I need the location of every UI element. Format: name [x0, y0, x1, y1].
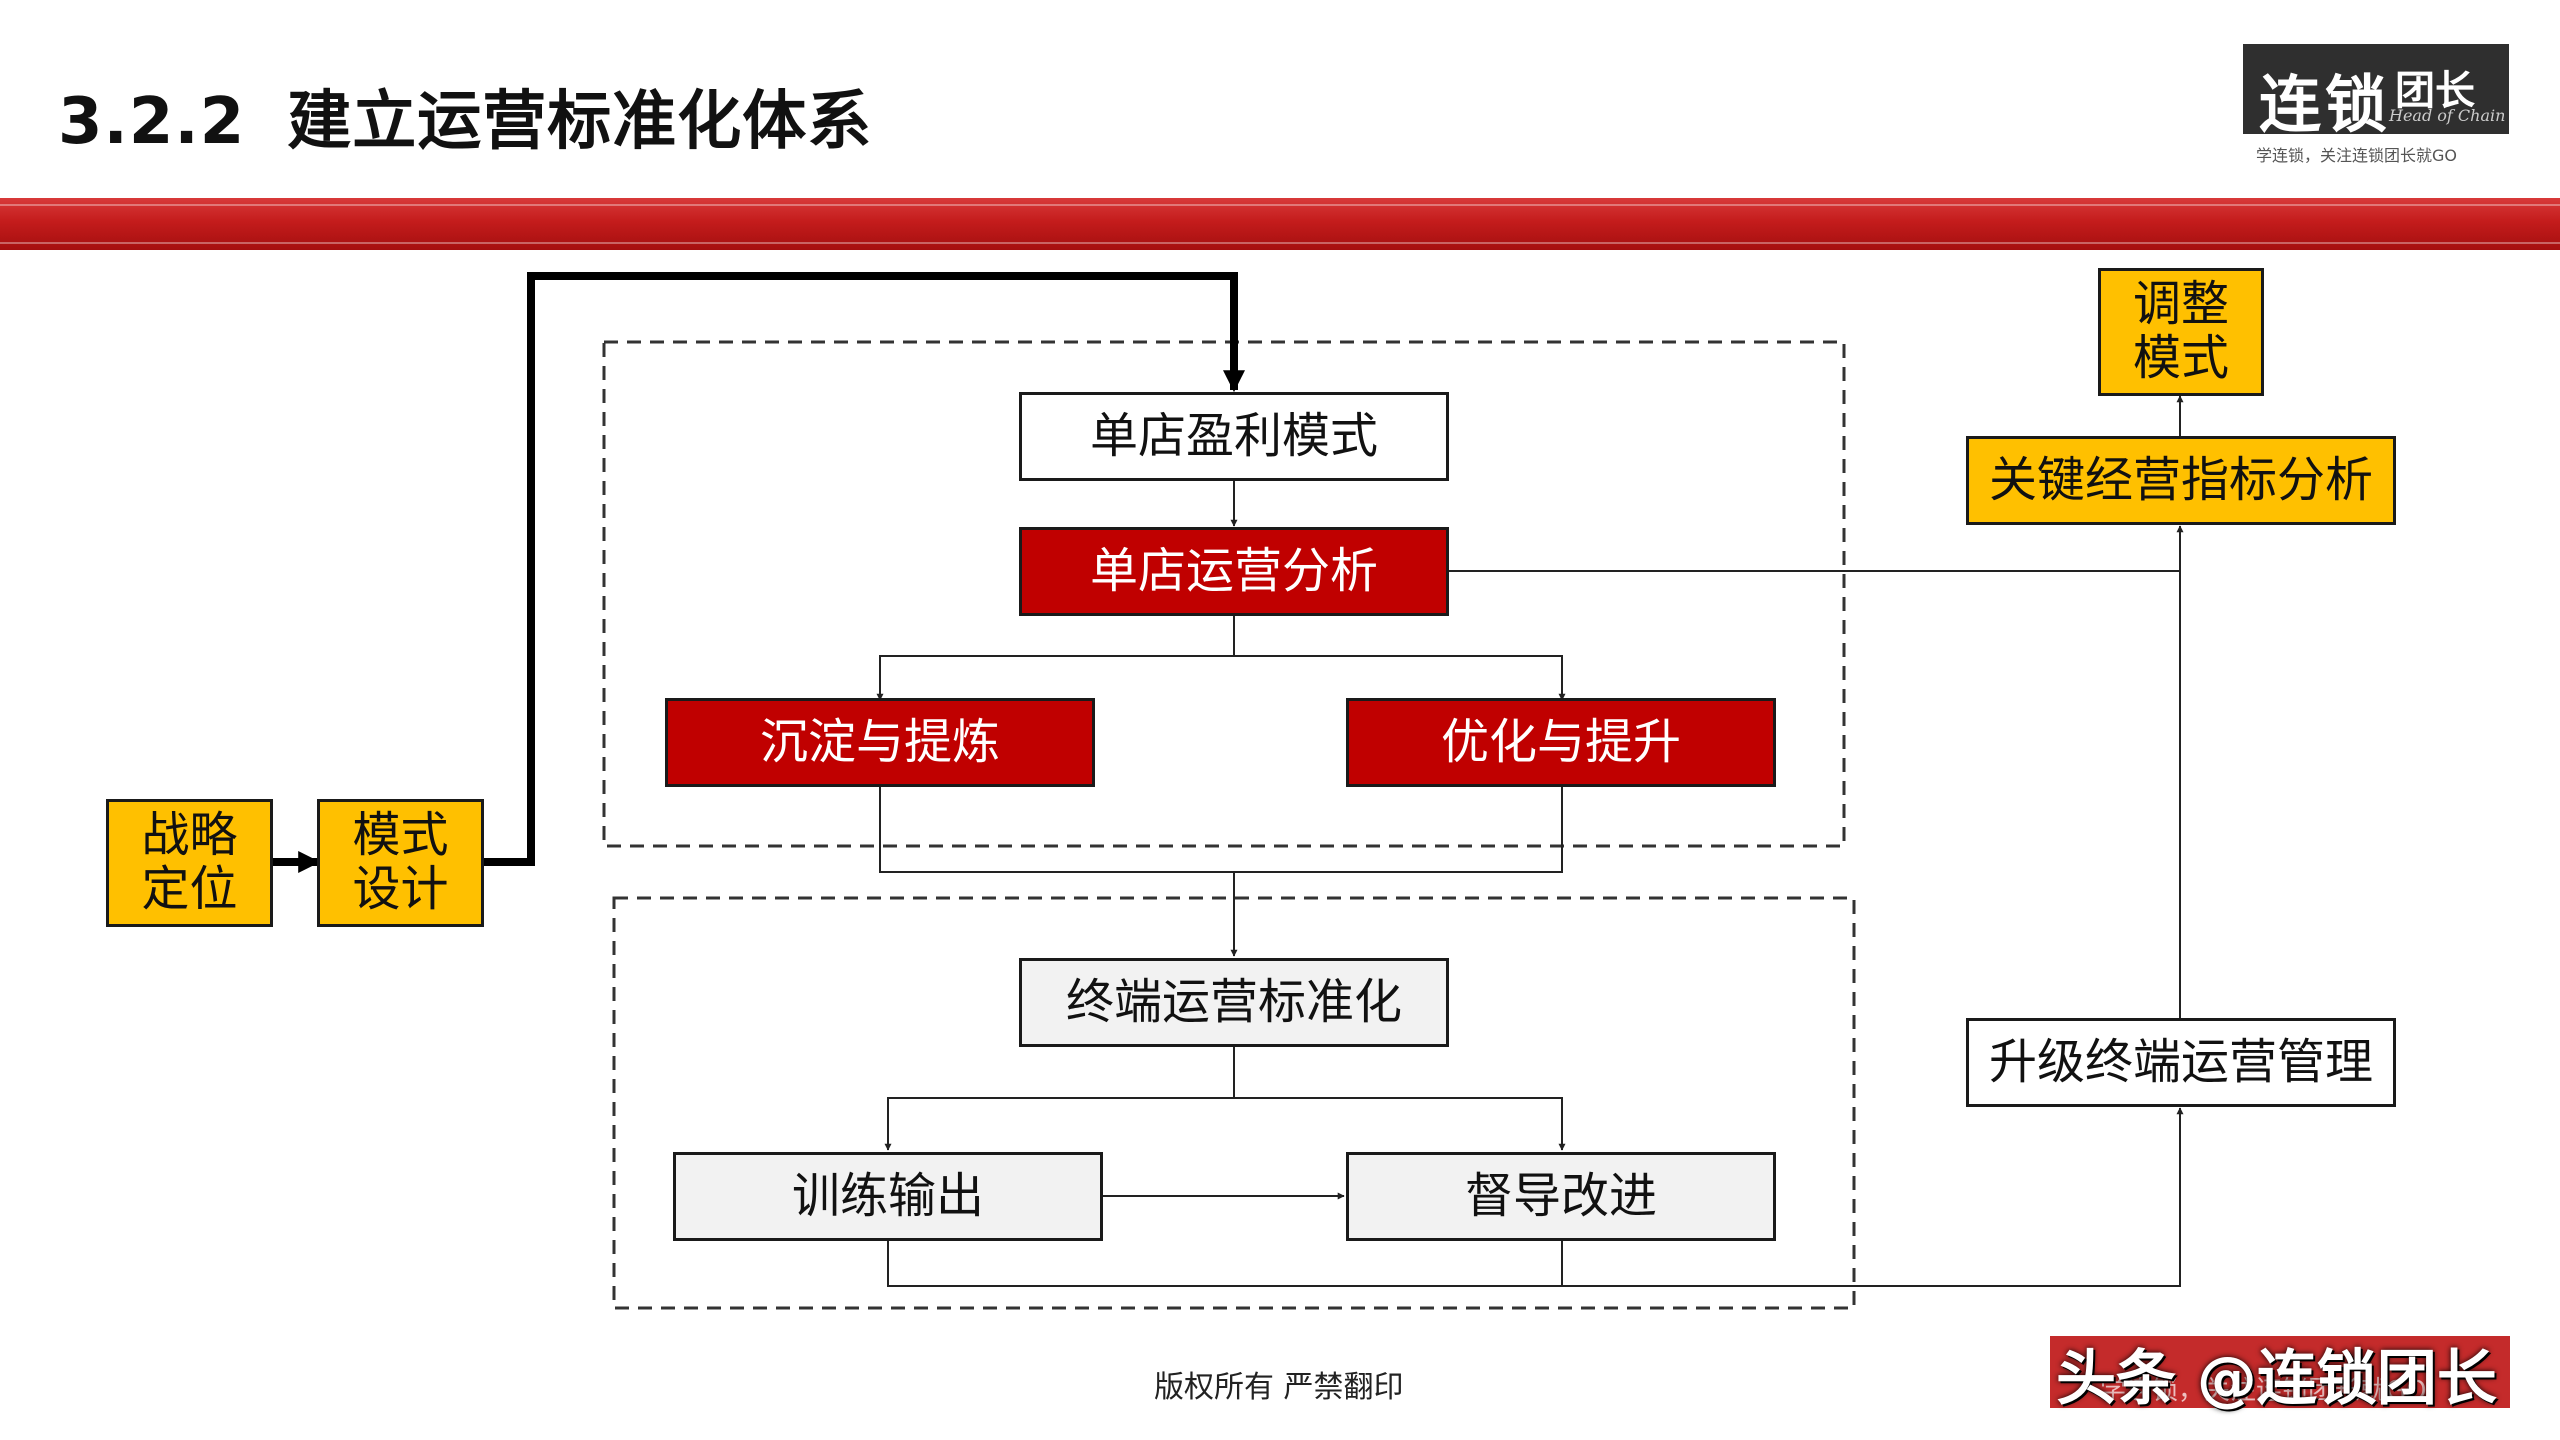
- logo-tagline: 学连锁，关注连锁团长就GO: [2256, 146, 2457, 165]
- watermark-subtext: 学连锁，关注连锁团长就GO: [2100, 1376, 2427, 1406]
- watermark-text: 头条 @连锁团长: [2056, 1344, 2497, 1414]
- terminal-ops-standardization-box: 终端运营标准化: [1019, 958, 1449, 1047]
- model-design-box: 模式 设计: [317, 799, 484, 927]
- logo-brand-large: 连锁: [2259, 68, 2392, 141]
- refine-optimize-merge-line: [879, 786, 1563, 873]
- strategy-line2: 定位: [141, 861, 238, 917]
- section-number: 3.2.2: [58, 85, 246, 159]
- logo-brand-small: 团长: [2395, 68, 2475, 114]
- red-header-band: [0, 198, 2560, 250]
- brand-logo: 连锁 团长 Head of Chain: [2243, 44, 2509, 141]
- analysis-branch-line: [876, 616, 1235, 701]
- optimize-improve-box: 优化与提升: [1346, 698, 1776, 787]
- adjust-model-line1: 调整: [2132, 276, 2229, 333]
- page-title: 3.2.2 建立运营标准化体系: [58, 70, 872, 162]
- single-store-ops-analysis-box: 单店运营分析: [1019, 527, 1449, 616]
- bottom-to-upgrade-arrow: [887, 1107, 2184, 1287]
- upgrade-terminal-ops-box: 升级终端运营管理: [1966, 1018, 2396, 1107]
- supervise-improve-box: 督导改进: [1346, 1152, 1776, 1241]
- band-highlight-line: [0, 242, 2560, 244]
- strategy-line1: 战略: [141, 807, 238, 864]
- band-highlight-line: [0, 204, 2560, 206]
- kpi-analysis-box: 关键经营指标分析: [1966, 436, 2396, 525]
- strategy-positioning-box: 战略 定位: [106, 799, 273, 927]
- adjust-model-box: 调整 模式: [2098, 268, 2264, 396]
- model-design-line2: 设计: [352, 861, 449, 917]
- single-store-profit-model-box: 单店盈利模式: [1019, 392, 1449, 481]
- analysis-branch-line-right: [1234, 655, 1566, 701]
- standardization-branch-line: [884, 1046, 1235, 1151]
- precipitate-refine-box: 沉淀与提炼: [665, 698, 1095, 787]
- toutiao-watermark: 学连锁，关注连锁团长就GO 头条 @连锁团长: [2050, 1336, 2510, 1414]
- logo-brand-en: Head of Chain: [2389, 106, 2506, 125]
- model-to-profit-model-arrow: [484, 272, 1245, 866]
- standardization-branch-line-right: [1234, 1097, 1566, 1151]
- title-text: 建立运营标准化体系: [287, 85, 873, 159]
- adjust-model-line2: 模式: [2132, 330, 2229, 386]
- copyright-notice: 版权所有 严禁翻印: [1154, 1370, 1404, 1405]
- training-output-box: 训练输出: [673, 1152, 1103, 1241]
- model-design-line1: 模式: [352, 807, 449, 864]
- lower-dashed-group: [612, 896, 1856, 1310]
